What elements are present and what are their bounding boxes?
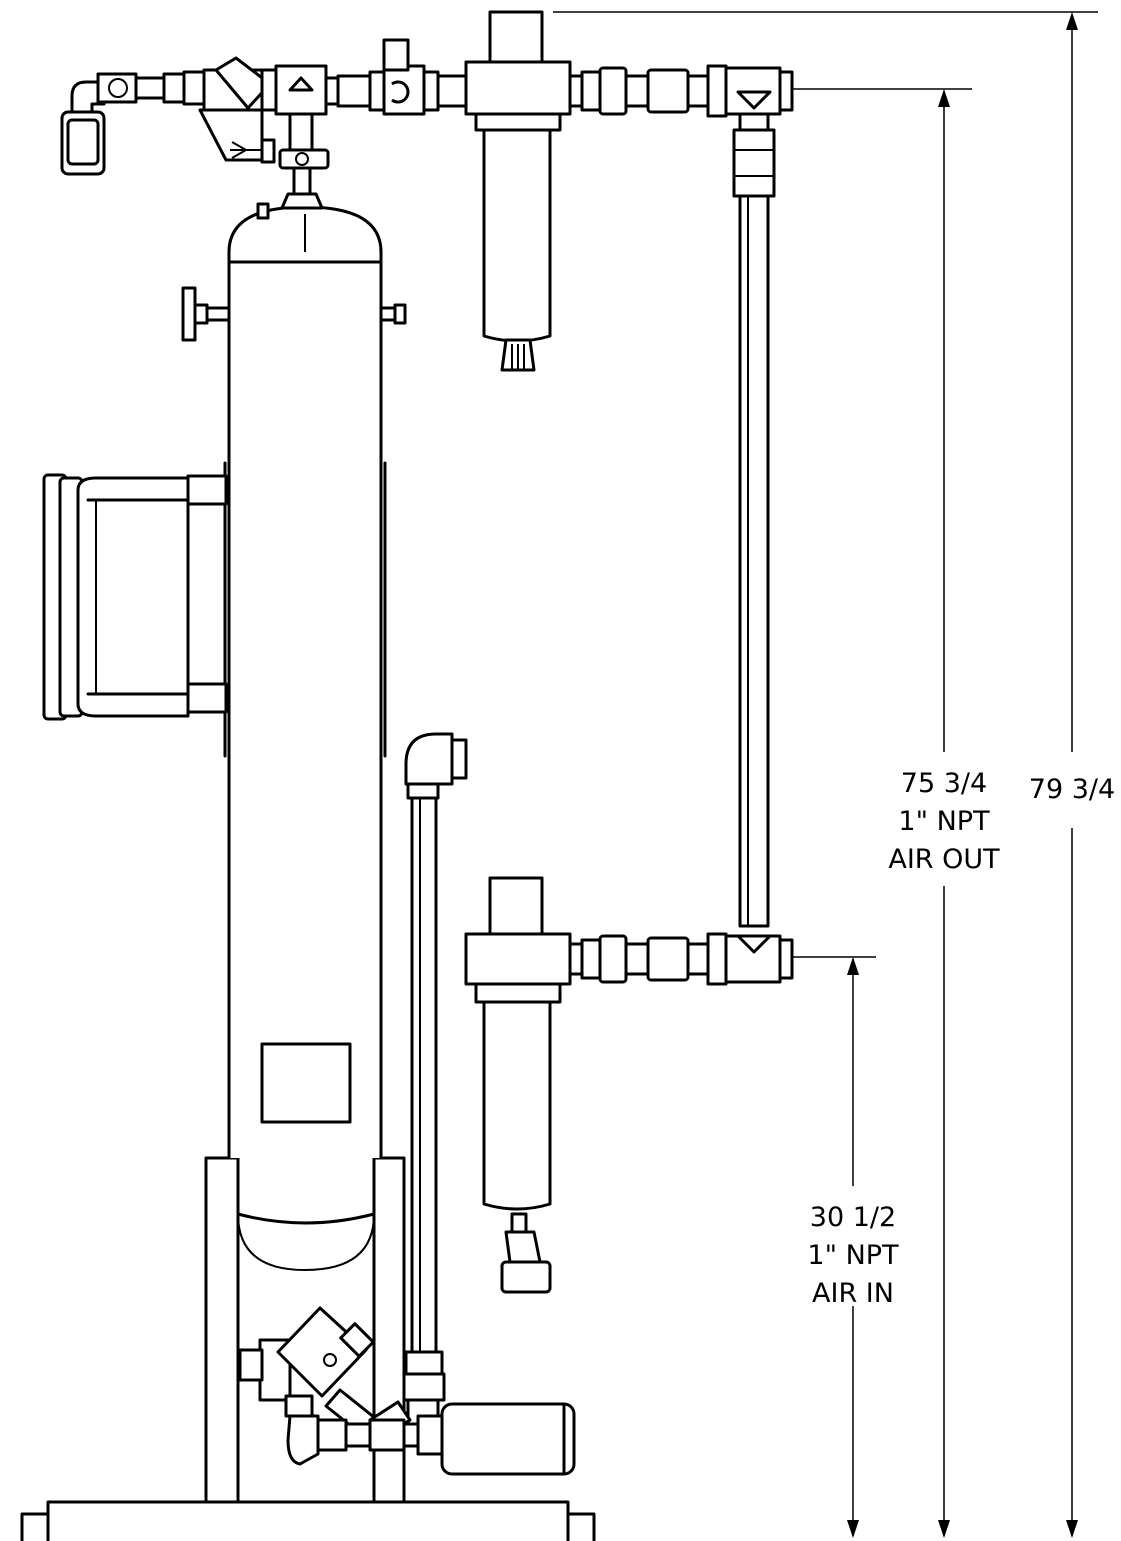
air-in-label: AIR IN: [812, 1278, 894, 1309]
bottom-filter-head: [488, 876, 544, 936]
air-in-size-label: 1" NPT: [807, 1240, 899, 1271]
bottom-piping: [404, 732, 794, 1354]
dimension-lines: [553, 11, 1098, 1538]
nameplate: [260, 1042, 352, 1124]
air-out-size-label: 1" NPT: [898, 806, 990, 837]
air-out-height-label: 75 3/4: [901, 768, 987, 799]
dimension-labels: 79 3/4 75 3/4 1" NPT AIR OUT 30 1/2 1" N…: [807, 768, 1115, 1309]
air-out-label: AIR OUT: [888, 844, 1000, 875]
top-filter-head: [488, 10, 544, 64]
air-in-height-label: 30 1/2: [810, 1202, 896, 1233]
control-enclosure: [42, 473, 228, 721]
pressure-gauge: [181, 286, 197, 342]
exhaust-muffler: [440, 1402, 576, 1476]
riser-pipe: [732, 112, 776, 928]
overall-height-label: 79 3/4: [1029, 774, 1115, 805]
top-piping: [60, 10, 794, 372]
desiccant-tower: [181, 205, 407, 1272]
inlet-valve-assembly: [238, 1306, 576, 1476]
